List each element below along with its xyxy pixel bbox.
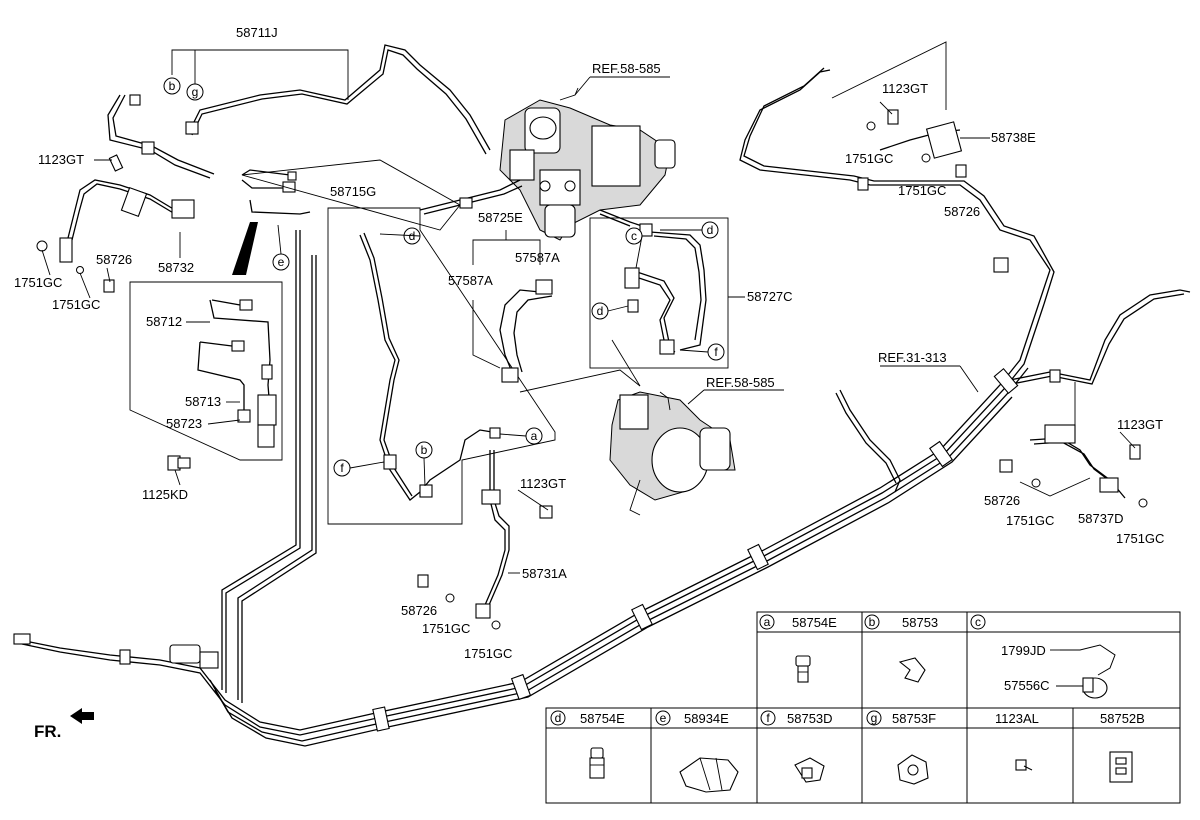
legend-part-58934e: 58934E	[684, 711, 729, 726]
label-58737d: 58737D	[1078, 511, 1124, 526]
front-arrow-icon	[70, 708, 94, 724]
main-brake-line-bundle	[13, 67, 1191, 747]
legend-part-57556c: 57556C	[1004, 678, 1050, 693]
label-58732: 58732	[158, 260, 194, 275]
label-1751gc-center-1: 1751GC	[422, 621, 470, 636]
legend-letter-b: b	[869, 615, 876, 629]
rear-right-hose-58738e	[831, 41, 1148, 508]
part-58934e-icon	[679, 757, 739, 793]
legend-part-58754e-a: 58754E	[792, 615, 837, 630]
pointer-wedge	[232, 222, 258, 275]
part-58754e-a-icon	[795, 655, 811, 683]
part-labels: 58711J REF.58-585 1123GT 58715G 58725E 5…	[14, 25, 1164, 741]
legend-part-1123al: 1123AL	[995, 711, 1039, 726]
legend-part-58753d: 58753D	[787, 711, 833, 726]
part-58753f-icon	[897, 754, 929, 785]
label-ref-58-585-mid: REF.58-585	[706, 375, 775, 390]
vacuum-hose-57587a	[472, 230, 641, 393]
part-58754e-d-icon	[589, 747, 605, 779]
legend-part-58754e-d: 58754E	[580, 711, 625, 726]
label-1123gt-topright: 1123GT	[882, 81, 928, 96]
label-58711j: 58711J	[236, 25, 278, 40]
legend-letter-f: f	[766, 711, 770, 725]
pipe-58712-58713-group	[129, 281, 283, 471]
diagram-callouts: b g e d b f a c d d f	[163, 77, 725, 487]
label-58731a: 58731A	[522, 566, 567, 581]
parts-legend-table: a 58754E b 58753 c 1799JD 57556C d 58754…	[545, 611, 1181, 804]
part-c-sensor-icon	[1050, 644, 1116, 699]
legend-part-1799jd: 1799JD	[1001, 643, 1046, 658]
legend-part-58752b: 58752B	[1100, 711, 1145, 726]
label-1123gt-right: 1123GT	[1117, 417, 1163, 432]
pipe-58727c-group	[589, 217, 729, 369]
callout-e: e	[278, 255, 285, 269]
label-1751gc-center-2: 1751GC	[464, 646, 512, 661]
callout-g-top: g	[192, 85, 199, 99]
callout-d-3: d	[597, 304, 604, 318]
legend-letter-e: e	[660, 711, 667, 725]
legend-letter-d: d	[555, 711, 562, 725]
abs-pump-module	[609, 339, 784, 516]
brake-hose-58731a	[417, 450, 553, 630]
label-1751gc-right-2: 1751GC	[1116, 531, 1164, 546]
callout-f-1: f	[340, 461, 344, 475]
callout-a: a	[531, 429, 538, 443]
label-1751gc-topright-2: 1751GC	[898, 183, 946, 198]
pipe-58715g-group	[241, 159, 556, 525]
part-58753d-icon	[794, 757, 825, 783]
label-58725e: 58725E	[478, 210, 523, 225]
callout-d-2: d	[707, 223, 714, 237]
part-58753-icon	[898, 657, 926, 683]
pipe-58711j-group	[107, 44, 491, 179]
front-vertical-lines	[221, 230, 317, 703]
legend-letter-g: g	[871, 711, 878, 725]
label-58726-right: 58726	[984, 493, 1020, 508]
callout-f-2: f	[714, 345, 718, 359]
label-57587a-1: 57587A	[448, 273, 493, 288]
label-1751gc-left-2: 1751GC	[52, 297, 100, 312]
callout-c: c	[631, 229, 637, 243]
label-58723: 58723	[166, 416, 202, 431]
label-57587a-2: 57587A	[515, 250, 560, 265]
legend-part-58753f: 58753F	[892, 711, 936, 726]
brake-hose-58732	[36, 154, 195, 293]
label-58715g: 58715G	[330, 184, 376, 199]
label-1125kd: 1125KD	[142, 487, 188, 502]
legend-part-58753: 58753	[902, 615, 938, 630]
label-58726-center: 58726	[401, 603, 437, 618]
legend-letter-c: c	[975, 615, 981, 629]
part-58752b-icon	[1109, 751, 1133, 783]
label-58727c: 58727C	[747, 289, 793, 304]
label-1123gt-topleft: 1123GT	[38, 152, 84, 167]
label-58712: 58712	[146, 314, 182, 329]
label-1751gc-left-1: 1751GC	[14, 275, 62, 290]
leader-lines	[41, 101, 1136, 511]
label-58713: 58713	[185, 394, 221, 409]
part-1123al-bolt-icon	[1015, 759, 1033, 771]
label-ref-58-585-top: REF.58-585	[592, 61, 661, 76]
label-58726-topright: 58726	[944, 204, 980, 219]
front-direction-label: FR.	[34, 722, 61, 741]
label-1751gc-topright-1: 1751GC	[845, 151, 893, 166]
abs-module-top	[419, 76, 676, 241]
label-1123gt-center: 1123GT	[520, 476, 566, 491]
label-58738e: 58738E	[991, 130, 1036, 145]
callout-b-mid: b	[421, 443, 428, 457]
legend-letter-a: a	[764, 615, 771, 629]
label-1751gc-right-1: 1751GC	[1006, 513, 1054, 528]
callout-b-top: b	[169, 79, 176, 93]
label-ref-31-313: REF.31-313	[878, 350, 947, 365]
label-58726-left: 58726	[96, 252, 132, 267]
